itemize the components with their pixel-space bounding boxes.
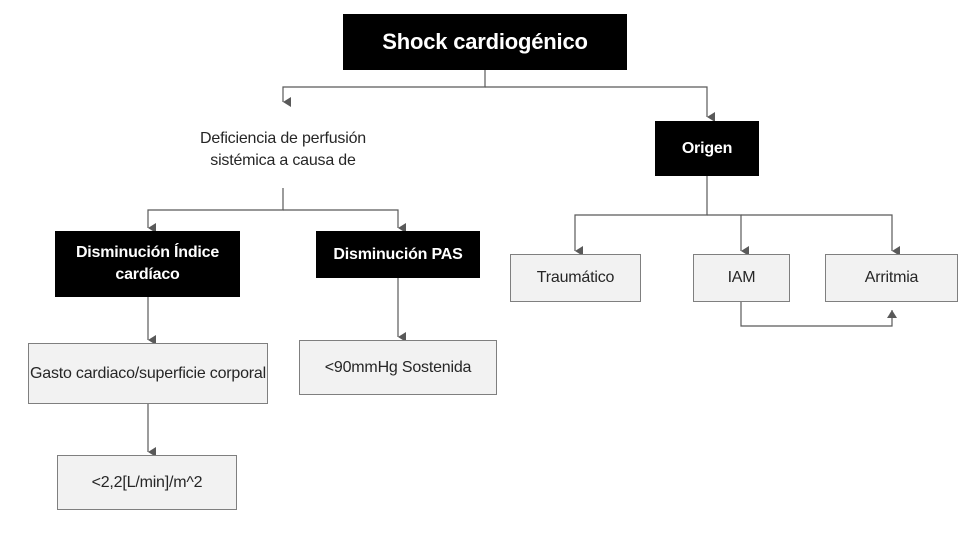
pas-threshold-node: <90mmHg Sostenida [299, 340, 497, 395]
root-node: Shock cardiogénico [343, 14, 627, 70]
decrease-pas-node: Disminución PAS [316, 231, 480, 278]
ci-threshold-node: <2,2[L/min]/m^2 [57, 455, 237, 510]
connector-definition-to-ci [147, 188, 284, 233]
pas-threshold-node-label: <90mmHg Sostenida [324, 358, 472, 376]
cardiac-output-node: Gasto cardiaco/superficie corporal [28, 343, 268, 404]
iam-node-label: IAM [727, 269, 756, 286]
connector-root-to-origin [485, 86, 715, 122]
connector-iam-to-arrhythmia [740, 302, 897, 327]
connector-origin-to-traumatic [574, 176, 708, 256]
connector-origin-to-iam [707, 214, 749, 256]
definition-node: Deficiencia de perfusión sistémica a cau… [183, 112, 383, 188]
connector-definition-to-pas [283, 209, 406, 233]
arrhythmia-node: Arritmia [825, 254, 958, 302]
decrease-pas-node-label: Disminución PAS [333, 245, 463, 263]
decrease-ci-node-label: Disminución Índice cardíaco [75, 244, 220, 283]
traumatic-node: Traumático [510, 254, 641, 302]
definition-node-label: Deficiencia de perfusión sistémica a cau… [200, 130, 366, 169]
traumatic-node-label: Traumático [536, 269, 615, 286]
iam-node: IAM [693, 254, 790, 302]
arrhythmia-node-label: Arritmia [864, 269, 919, 286]
ci-threshold-node-label: <2,2[L/min]/m^2 [91, 473, 203, 491]
decrease-ci-node: Disminución Índice cardíaco [55, 231, 240, 297]
origin-node: Origen [655, 121, 759, 176]
connector-origin-to-arrhythmia [741, 214, 900, 256]
origin-node-label: Origen [681, 139, 733, 157]
cardiac-output-node-label: Gasto cardiaco/superficie corporal [30, 364, 266, 382]
root-node-label: Shock cardiogénico [382, 29, 588, 54]
connector-root-to-definition [282, 70, 486, 107]
